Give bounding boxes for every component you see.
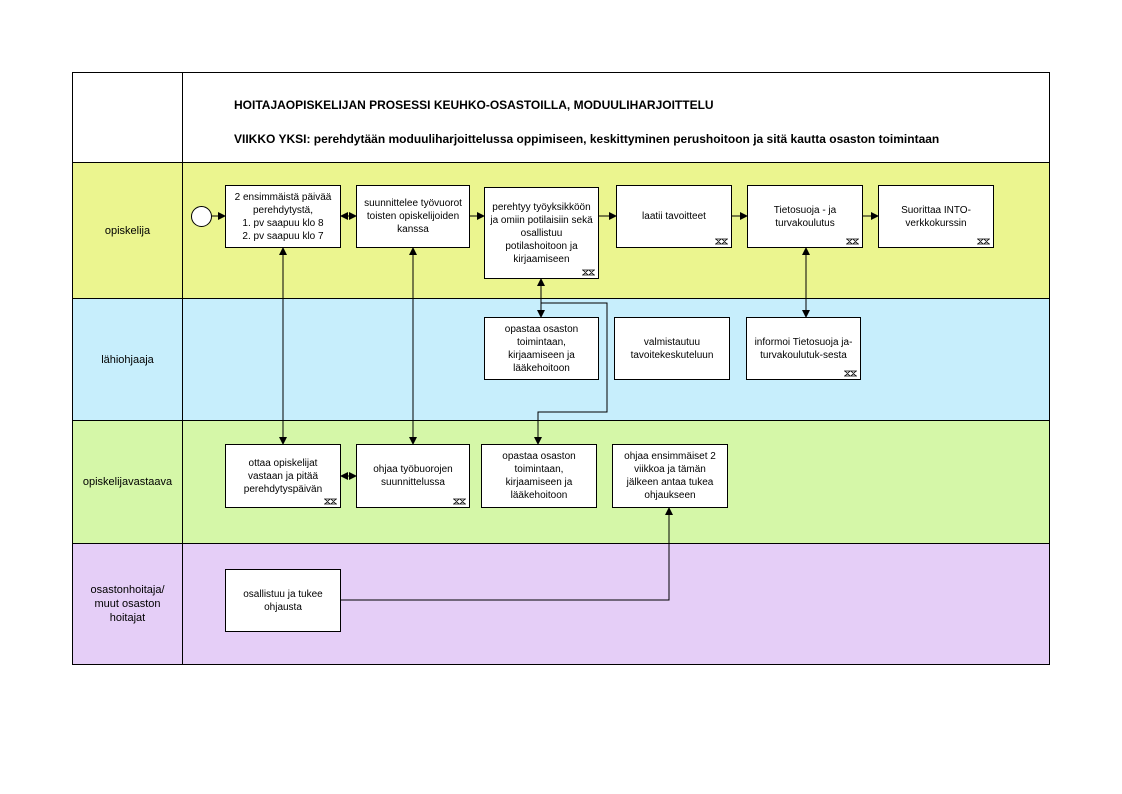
task-perehtyy-tyoyksikkoon[interactable]: perehtyy työyksikköön ja omiin potilaisi…: [484, 187, 599, 279]
task-suunnittelee-tyovuorot[interactable]: suunnittelee työvuorot toisten opiskelij…: [356, 185, 470, 248]
start-event-icon: [191, 206, 212, 227]
task-tietosuoja-label: Tietosuoja - ja turvakoulutus: [773, 204, 837, 229]
subprocess-marker-icon: [582, 269, 595, 276]
subprocess-marker-icon: [324, 498, 337, 505]
flow-h1-v4: [341, 507, 673, 601]
task-ohjaa-tyovuorot-label: ohjaa työbuorojen suunnittelussa: [373, 464, 453, 488]
task-ottaa-vastaan[interactable]: ottaa opiskelijat vastaan ja pitää pereh…: [225, 444, 341, 508]
task-ohjaa-ensimmaiset[interactable]: ohjaa ensimmäiset 2 viikkoa ja tämän jäl…: [612, 444, 728, 508]
task-into-verkkokurssi[interactable]: Suorittaa INTO-verkkokurssin: [878, 185, 994, 248]
task-tietosuoja-koulutus[interactable]: Tietosuoja - ja turvakoulutus: [747, 185, 863, 248]
task-vastaava-opastaa[interactable]: opastaa osaston toimintaan, kirjaamiseen…: [481, 444, 597, 508]
task-informoi-label: informoi Tietosuoja ja- turvakoulutuk-se…: [754, 336, 853, 361]
task-informoi-tietosuoja[interactable]: informoi Tietosuoja ja- turvakoulutuk-se…: [746, 317, 861, 380]
task-perehdytys[interactable]: 2 ensimmäistä päivää perehdytystä, 1. pv…: [225, 185, 341, 248]
task-laatii-label: laatii tavoitteet: [642, 211, 706, 222]
task-lahiohjaaja-opastaa[interactable]: opastaa osaston toimintaan, kirjaamiseen…: [484, 317, 599, 380]
lane-label-opiskelija: opiskelija: [104, 224, 151, 237]
flow-o3-v3: [534, 302, 608, 445]
lane-label-divider: [182, 72, 183, 665]
lane-label-opiskelijavastaava: opiskelijavastaava: [82, 476, 173, 488]
diagram-subtitle: VIIKKO YKSI: perehdytään moduuliharjoitt…: [234, 132, 940, 146]
task-osallistuu-tukee[interactable]: osallistuu ja tukee ohjausta: [225, 569, 341, 632]
subprocess-marker-icon: [453, 498, 466, 505]
task-perehtyy-label: perehtyy työyksikköön ja omiin potilaisi…: [490, 201, 593, 265]
subprocess-marker-icon: [844, 370, 857, 377]
task-valmistautuu-tavoitekeskusteluun[interactable]: valmistautuu tavoitekeskuteluun: [614, 317, 730, 380]
task-laatii-tavoitteet[interactable]: laatii tavoitteet: [616, 185, 732, 248]
task-ottaa-label: ottaa opiskelijat vastaan ja pitää pereh…: [243, 457, 323, 495]
lane-label-lahiohjaaja: lähiohjaaja: [101, 353, 154, 366]
subprocess-marker-icon: [846, 238, 859, 245]
task-ohjaa-tyovuorot[interactable]: ohjaa työbuorojen suunnittelussa: [356, 444, 470, 508]
diagram-title: HOITAJAOPISKELIJAN PROSESSI KEUHKO-OSAST…: [234, 98, 714, 112]
task-into-label: Suorittaa INTO-verkkokurssin: [901, 204, 971, 229]
lane-label-osastonhoitaja: osastonhoitaja/ muut osaston hoitajat: [90, 583, 165, 624]
diagram-frame: [72, 72, 1050, 665]
subprocess-marker-icon: [977, 238, 990, 245]
subprocess-marker-icon: [715, 238, 728, 245]
